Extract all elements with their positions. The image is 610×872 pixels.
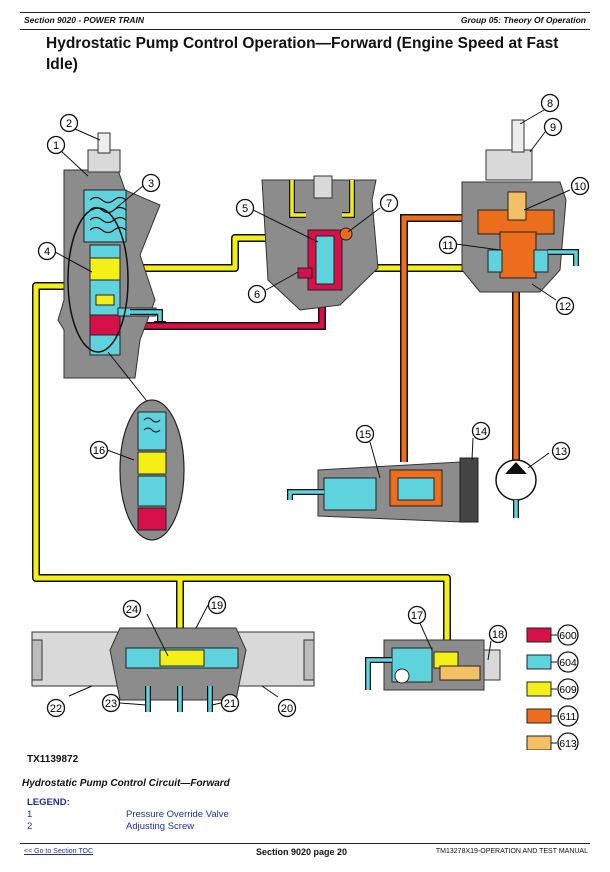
callout-3: 3 <box>141 173 161 193</box>
swatch-611: 611 <box>526 705 579 727</box>
page-footer: << Go to Section TOC Section 9020 page 2… <box>20 843 590 864</box>
pump-control-housing-left <box>57 132 161 379</box>
callout-label: 14 <box>475 426 487 438</box>
legend-item-text: Adjusting Screw <box>126 821 195 832</box>
servo-cylinder <box>317 457 479 523</box>
callout-label: 4 <box>44 246 50 258</box>
callout-label: 7 <box>386 198 392 210</box>
callout-label: 10 <box>574 181 586 193</box>
callout-9: 9 <box>543 117 563 137</box>
callout-11: 11 <box>438 235 458 255</box>
callout-10: 10 <box>570 176 590 196</box>
page-title: Hydrostatic Pump Control Operation—Forwa… <box>46 35 559 73</box>
callout-label: 5 <box>242 203 248 215</box>
swatch-613: 613 <box>526 732 579 750</box>
callout-label: 1 <box>53 140 59 152</box>
callout-label: 18 <box>492 629 504 641</box>
callout-label: 2 <box>66 118 72 130</box>
callout-label: 15 <box>359 429 371 441</box>
callout-19: 19 <box>207 595 227 615</box>
callout-17: 17 <box>407 605 427 625</box>
swatch-color <box>526 735 552 750</box>
callout-2: 2 <box>59 113 79 133</box>
page-header: Section 9020 - POWER TRAIN Group 05: The… <box>20 12 590 30</box>
callout-label: 13 <box>555 446 567 458</box>
legend-heading: LEGEND: <box>27 797 70 808</box>
swatch-604: 604 <box>526 651 579 673</box>
callout-label: 19 <box>211 600 223 612</box>
callout-label: 11 <box>442 240 453 252</box>
page-number: Section 9020 page 20 <box>256 847 348 857</box>
section-label: Section 9020 - POWER TRAIN <box>24 15 144 25</box>
callout-5: 5 <box>235 198 255 218</box>
callout-16: 16 <box>89 440 109 460</box>
callout-14: 14 <box>471 421 491 441</box>
callout-8: 8 <box>540 93 560 113</box>
figure-id: TX1139872 <box>27 754 79 765</box>
swatch-code: 609 <box>559 684 577 696</box>
callout-22: 22 <box>46 698 66 718</box>
legend-item-num: 2 <box>27 821 33 832</box>
callout-7: 7 <box>379 193 399 213</box>
callout-label: 3 <box>148 178 154 190</box>
callout-4: 4 <box>37 241 57 261</box>
swatch-color <box>526 681 552 697</box>
directional-control-valve <box>31 627 315 701</box>
swatch-color <box>526 708 552 724</box>
swatch-600: 600 <box>526 624 579 646</box>
callout-13: 13 <box>551 441 571 461</box>
callout-6: 6 <box>247 284 267 304</box>
figure-caption: Hydrostatic Pump Control Circuit—Forward <box>22 778 230 789</box>
callout-label: 9 <box>550 122 556 134</box>
callout-20: 20 <box>277 698 297 718</box>
legend-item-text: Pressure Override Valve <box>126 809 229 820</box>
callout-1: 1 <box>46 135 66 155</box>
color-legend: 600 604 609 611 613 <box>526 624 579 750</box>
legend-item-num: 1 <box>27 809 33 820</box>
swatch-609: 609 <box>526 678 579 700</box>
callout-label: 6 <box>254 289 260 301</box>
manual-name: TM13278X19-OPERATION AND TEST MANUAL <box>435 848 588 855</box>
callout-label: 21 <box>224 698 236 710</box>
swatch-color <box>526 627 552 643</box>
callout-label: 23 <box>105 698 117 710</box>
callout-label: 8 <box>547 98 553 110</box>
swatch-code: 611 <box>560 711 577 723</box>
section-toc-link[interactable]: << Go to Section TOC <box>24 848 94 855</box>
callout-label: 24 <box>126 604 138 616</box>
spool-detail-view <box>119 399 185 541</box>
callout-label: 16 <box>93 445 105 457</box>
callout-label: 17 <box>411 610 423 622</box>
callout-label: 22 <box>50 703 62 715</box>
hydraulic-pump-symbol <box>495 459 537 501</box>
callout-23: 23 <box>101 693 121 713</box>
swatch-code: 604 <box>559 657 577 669</box>
callout-label: 20 <box>281 703 293 715</box>
center-valve-housing <box>261 175 379 311</box>
hydraulic-diagram: 123456789101112131415161718192021222324 … <box>31 93 590 750</box>
swatch-code: 613 <box>559 738 577 750</box>
callout-21: 21 <box>220 693 240 713</box>
callout-18: 18 <box>488 624 508 644</box>
group-label: Group 05: Theory Of Operation <box>460 15 586 25</box>
callout-label: 12 <box>559 301 571 313</box>
swatch-code: 600 <box>559 630 577 642</box>
right-control-housing <box>461 119 567 293</box>
solenoid-valve <box>383 639 501 691</box>
callout-15: 15 <box>355 424 375 444</box>
swatch-color <box>526 654 552 670</box>
callout-12: 12 <box>555 296 575 316</box>
callout-24: 24 <box>122 599 142 619</box>
